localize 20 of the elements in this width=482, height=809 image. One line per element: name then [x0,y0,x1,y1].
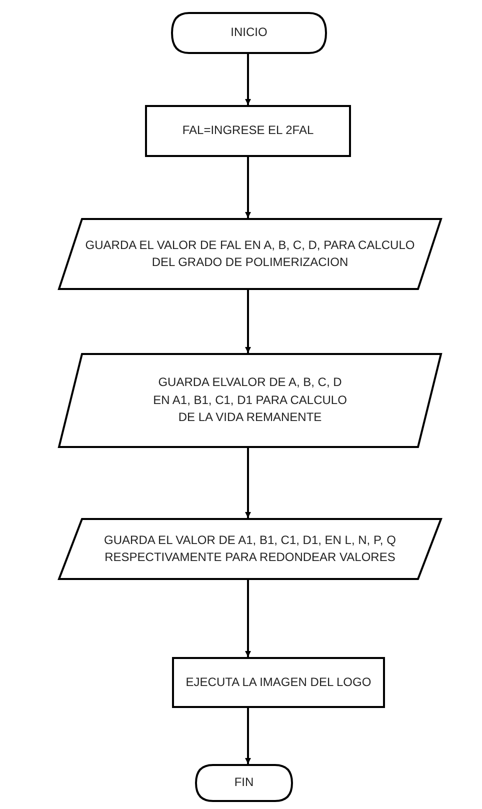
arrow [245,157,251,218]
arrow [245,290,251,353]
node-label: FIN [234,774,254,792]
node-label: FAL=INGRESE EL 2FAL [182,122,314,140]
node-label: EJECUTA LA IMAGEN DEL LOGO [186,674,372,691]
terminal-shape [195,764,293,802]
node-label: GUARDA EL VALOR DE FAL EN A, B, C, D, PARA CALCULO DEL GRADO DE POLIMERIZACION [84,236,416,271]
data-parallelogram [58,518,442,580]
process-box [145,105,351,157]
terminal-shape [171,12,327,54]
data-parallelogram [58,353,442,448]
node-label: GUARDA EL VALOR DE A1, B1, C1, D1, EN L, N, P, Q RESPECTIVAMENTE PARA REDONDEAR VALORES [103,532,397,566]
node-label: INICIO [230,24,268,42]
process-box [172,657,385,708]
node-label: GUARDA ELVALOR DE A, B, C, D EN A1, B1, C1, D1 PARA CALCULO DE LA VIDA REMANENTE [152,374,348,426]
arrow [245,708,251,764]
arrow [245,54,251,105]
data-parallelogram [58,218,442,290]
arrow [245,448,251,518]
arrow [245,580,251,657]
